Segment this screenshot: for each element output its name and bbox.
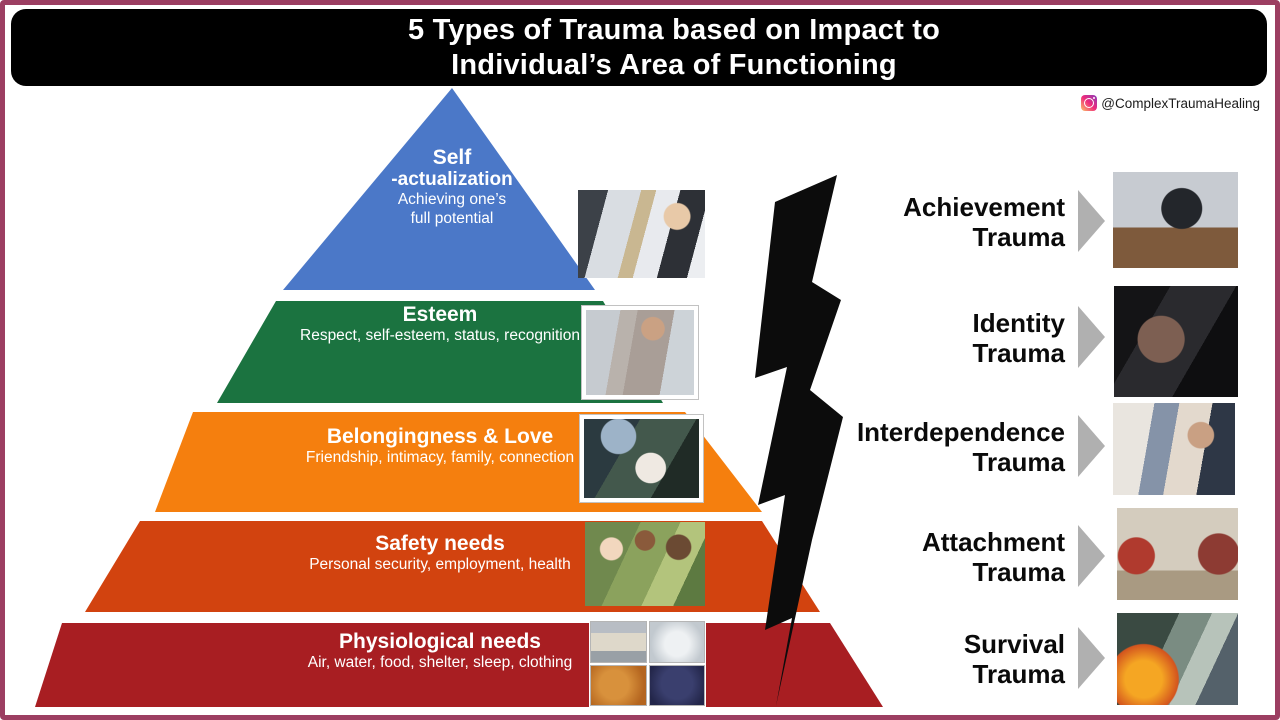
trauma-line-1: Identity xyxy=(972,308,1065,338)
photo-confident-businesswoman xyxy=(581,305,699,400)
trauma-label-survival: Survival Trauma xyxy=(690,629,1065,689)
level-label-physiological: Physiological needs Air, water, food, sh… xyxy=(140,630,740,672)
photo-refugee-family-camp xyxy=(1117,508,1238,600)
level-heading-cont: -actualization xyxy=(391,169,513,190)
level-heading: Belongingness & Love xyxy=(326,425,554,448)
photo-art-easel-meeting xyxy=(578,190,705,278)
trauma-line-2: Trauma xyxy=(972,222,1066,252)
arrow-right-icon xyxy=(1078,306,1105,368)
level-description-cont: full potential xyxy=(410,210,494,227)
title-bar: 5 Types of Trauma based on Impact to Ind… xyxy=(11,9,1267,86)
photo-smiling-family xyxy=(585,522,705,606)
level-description: Achieving one’s xyxy=(397,191,507,208)
photo-winter-jacket xyxy=(648,664,705,706)
trauma-line-2: Trauma xyxy=(972,338,1066,368)
photo-grid-physiological xyxy=(589,620,706,707)
watermark-handle: @ComplexTraumaHealing xyxy=(1101,95,1260,111)
trauma-line-1: Interdependence xyxy=(856,417,1065,447)
instagram-icon xyxy=(1081,95,1098,111)
trauma-label-identity: Identity Trauma xyxy=(690,308,1066,368)
level-description: Air, water, food, shelter, sleep, clothi… xyxy=(307,654,573,671)
level-label-esteem: Esteem Respect, self-esteem, status, rec… xyxy=(140,303,740,345)
photo-fried-chicken xyxy=(590,664,647,706)
trauma-line-1: Achievement xyxy=(903,192,1065,222)
photo-businessman-slumped-on-floor xyxy=(1113,172,1238,268)
pyramid-level-self-actualization xyxy=(283,88,595,290)
watermark: @ComplexTraumaHealing xyxy=(1081,95,1260,111)
trauma-line-2: Trauma xyxy=(972,659,1066,689)
trauma-line-2: Trauma xyxy=(972,447,1066,477)
level-label-safety: Safety needs Personal security, employme… xyxy=(140,532,740,574)
pyramid-level-esteem xyxy=(217,301,663,403)
photo-house xyxy=(590,621,647,663)
trauma-label-attachment: Attachment Trauma xyxy=(690,527,1065,587)
trauma-label-interdependence: Interdependence Trauma xyxy=(690,417,1065,477)
level-description: Friendship, intimacy, family, connection xyxy=(305,449,575,466)
photo-mother-lifting-baby xyxy=(579,414,704,503)
photo-woman-with-bruised-face xyxy=(1114,286,1238,397)
arrow-right-icon xyxy=(1078,525,1105,587)
trauma-line-1: Survival xyxy=(963,629,1065,659)
lightning-bolt-icon xyxy=(755,175,843,706)
level-label-belongingness: Belongingness & Love Friendship, intimac… xyxy=(140,425,740,467)
level-description: Respect, self-esteem, status, recognitio… xyxy=(300,327,580,344)
trauma-line-1: Attachment xyxy=(921,527,1065,557)
level-label-self-actualization: Self -actualization Achieving one’s full… xyxy=(337,146,567,228)
photo-distracted-father-sad-child xyxy=(1113,403,1235,495)
title-line-1: 5 Types of Trauma based on Impact to xyxy=(407,13,940,46)
trauma-line-2: Trauma xyxy=(972,557,1066,587)
photo-water-pitcher xyxy=(648,621,705,663)
level-heading: Safety needs xyxy=(375,532,505,555)
title-line-2: Individual’s Area of Functioning xyxy=(451,48,897,81)
trauma-label-achievement: Achievement Trauma xyxy=(690,192,1065,252)
level-heading: Esteem xyxy=(402,303,478,326)
arrow-right-icon xyxy=(1078,627,1105,689)
level-heading: Self xyxy=(432,146,472,169)
arrow-right-icon xyxy=(1078,190,1105,252)
level-description: Personal security, employment, health xyxy=(309,556,571,573)
arrow-right-icon xyxy=(1078,415,1105,477)
photo-natural-disaster-collage xyxy=(1117,613,1238,705)
level-heading: Physiological needs xyxy=(339,630,541,653)
